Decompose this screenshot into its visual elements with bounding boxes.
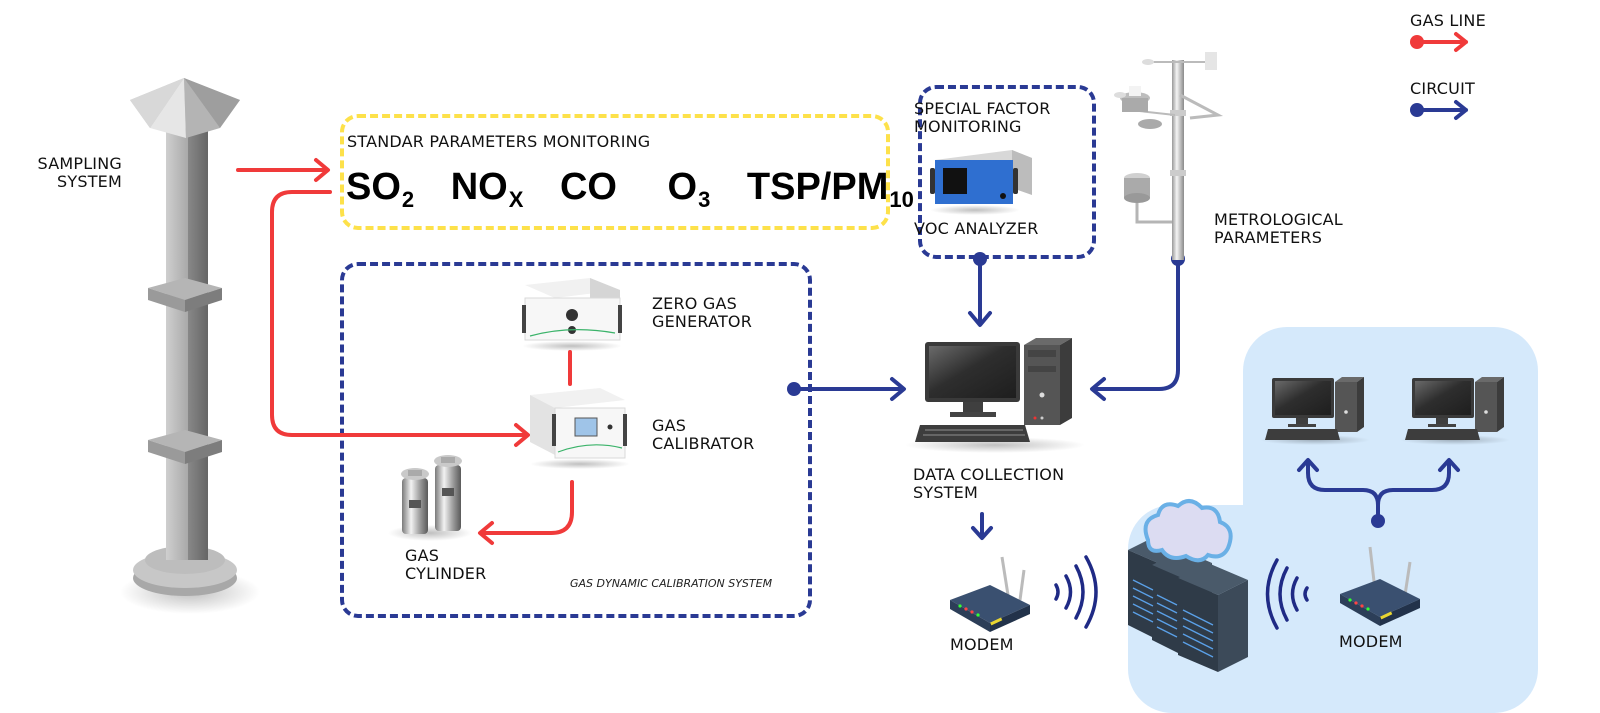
- gas-calibrator-icon: [530, 388, 630, 469]
- desktop-computer-icon: [905, 338, 1085, 453]
- legend-circuit-icon: [1410, 100, 1468, 120]
- gas-line-to-calibrator: [270, 190, 528, 437]
- meteo-label-line1: METROLOGICAL: [1214, 210, 1343, 229]
- param-o3: O3: [667, 166, 711, 212]
- cloud-zone-join: [1243, 480, 1538, 600]
- weather-station-icon: [1114, 52, 1224, 260]
- client-computer-right-icon: [1400, 377, 1510, 445]
- param-co: CO: [559, 166, 617, 208]
- modem-left-icon: [950, 556, 1030, 632]
- circuit-modem-to-client-right: [1376, 460, 1451, 507]
- gas-cylinder-icon: [388, 455, 472, 541]
- sampling-system-label: SAMPLING SYSTEM: [22, 155, 122, 191]
- client-computer-left-icon: [1260, 377, 1370, 445]
- gas-cylinder-label: GAS CYLINDER: [405, 546, 487, 583]
- meteo-label: METROLOGICAL PARAMETERS: [1214, 211, 1343, 247]
- standard-parameters-title: STANDAR PARAMETERS MONITORING: [347, 132, 651, 151]
- circuit-lines: [792, 258, 1460, 540]
- legend-circuit-label: CIRCUIT: [1410, 79, 1475, 98]
- zero-gas-generator-icon: [522, 278, 622, 351]
- modem-right-label: MODEM: [1339, 632, 1403, 651]
- zero-gas-generator-label: ZERO GAS GENERATOR: [652, 294, 753, 331]
- modem-left-label: MODEM: [950, 635, 1014, 654]
- special-title-line1: SPECIAL FACTOR: [914, 99, 1051, 118]
- cloud-server-icon: [1128, 499, 1248, 672]
- gas-arrowhead: [478, 521, 494, 545]
- standard-parameters-list: SO2 NOX CO O3 TSP/PM10: [346, 166, 914, 213]
- calibration-system-caption: GAS DYNAMIC CALIBRATION SYSTEM: [570, 577, 773, 590]
- circuit-meteo-to-dcs: [1092, 258, 1180, 391]
- legend-gas-line-icon: [1410, 32, 1468, 52]
- gas-arrowhead: [514, 423, 530, 447]
- wireless-signal-right-icon: [1265, 558, 1309, 630]
- param-nox: NOX: [450, 166, 524, 212]
- wireless-signal-left-icon: [1054, 555, 1098, 629]
- sampling-label-line1: SAMPLING: [37, 154, 122, 173]
- param-tsp-pm10: TSP/PM10: [746, 166, 914, 212]
- meteo-label-line2: PARAMETERS: [1214, 228, 1323, 247]
- gas-arrowhead: [314, 158, 330, 182]
- circuit-nodes: [787, 252, 1385, 528]
- special-factor-box: [918, 85, 1096, 259]
- voc-analyzer-label: VOC ANALYZER: [914, 219, 1039, 238]
- sampling-label-line2: SYSTEM: [57, 172, 122, 191]
- calibration-system-box: [340, 262, 812, 618]
- gas-line-calibrator-to-cylinder: [480, 480, 574, 535]
- standard-parameters-box: [340, 114, 890, 230]
- gas-calibrator-label: GAS CALIBRATOR: [652, 416, 755, 453]
- data-collection-label: DATA COLLECTION SYSTEM: [913, 465, 1065, 502]
- sampling-tower-icon: [120, 78, 260, 614]
- legend-gas-line-label: GAS LINE: [1410, 11, 1486, 30]
- modem-right-icon: [1340, 546, 1420, 626]
- param-so2: SO2: [346, 166, 415, 212]
- special-title-line2: MONITORING: [914, 117, 1022, 136]
- special-factor-title: SPECIAL FACTOR MONITORING: [914, 100, 1051, 136]
- gas-lines: [236, 158, 574, 545]
- voc-analyzer-icon: [930, 150, 1032, 215]
